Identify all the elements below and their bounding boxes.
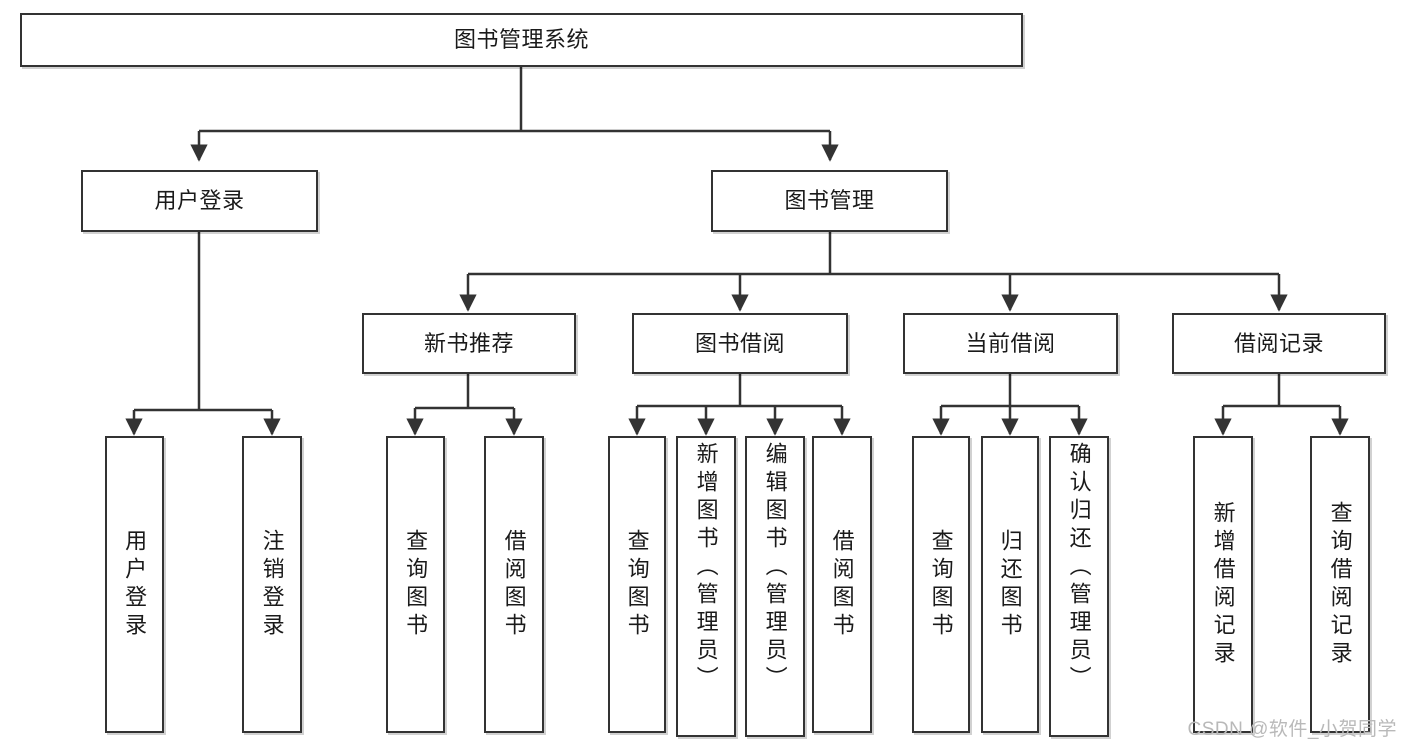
node-leaf-query-book-borrow[interactable]: 查询图书: [608, 436, 666, 733]
node-leaf-borrow-book-label: 借阅图书: [829, 528, 855, 641]
node-leaf-logout-label: 注销登录: [259, 528, 285, 641]
node-new-book-recommend[interactable]: 新书推荐: [362, 313, 576, 374]
node-leaf-add-book-admin-label: 新增图书（管理员）: [693, 442, 719, 694]
node-leaf-confirm-return-admin[interactable]: 确认归还（管理员）: [1049, 436, 1109, 737]
node-book-borrow[interactable]: 图书借阅: [632, 313, 848, 374]
node-borrow-record-label: 借阅记录: [1233, 330, 1324, 356]
node-leaf-query-book-recommend-label: 查询图书: [403, 528, 429, 641]
node-leaf-query-book-current[interactable]: 查询图书: [912, 436, 970, 733]
node-leaf-return-book[interactable]: 归还图书: [981, 436, 1039, 733]
node-current-borrow-label: 当前借阅: [965, 330, 1056, 356]
node-leaf-query-book-recommend[interactable]: 查询图书: [386, 436, 445, 733]
node-book-management-label: 图书管理: [784, 188, 875, 214]
node-leaf-query-book-borrow-label: 查询图书: [624, 528, 650, 641]
node-leaf-add-book-admin[interactable]: 新增图书（管理员）: [676, 436, 736, 737]
node-user-login[interactable]: 用户登录: [81, 170, 318, 232]
node-leaf-query-borrow-record[interactable]: 查询借阅记录: [1310, 436, 1370, 733]
node-leaf-add-borrow-record[interactable]: 新增借阅记录: [1193, 436, 1253, 733]
node-borrow-record[interactable]: 借阅记录: [1172, 313, 1386, 374]
watermark-text: CSDN @软件_小贺同学: [1187, 719, 1397, 740]
node-root-system-label: 图书管理系统: [453, 27, 589, 53]
node-leaf-borrow-book[interactable]: 借阅图书: [812, 436, 872, 733]
node-new-book-recommend-label: 新书推荐: [423, 330, 514, 356]
node-leaf-return-book-label: 归还图书: [997, 528, 1023, 641]
node-leaf-query-book-current-label: 查询图书: [928, 528, 954, 641]
node-user-login-label: 用户登录: [154, 188, 245, 214]
node-leaf-query-borrow-record-label: 查询借阅记录: [1327, 500, 1353, 669]
node-root-system[interactable]: 图书管理系统: [20, 13, 1023, 67]
node-leaf-logout[interactable]: 注销登录: [242, 436, 302, 733]
node-book-borrow-label: 图书借阅: [694, 330, 785, 356]
node-current-borrow[interactable]: 当前借阅: [903, 313, 1118, 374]
node-leaf-borrow-book-recommend[interactable]: 借阅图书: [484, 436, 544, 733]
node-leaf-user-login[interactable]: 用户登录: [105, 436, 164, 733]
node-leaf-add-borrow-record-label: 新增借阅记录: [1210, 500, 1236, 669]
node-book-management[interactable]: 图书管理: [711, 170, 948, 232]
node-leaf-borrow-book-recommend-label: 借阅图书: [501, 528, 527, 641]
node-leaf-edit-book-admin-label: 编辑图书（管理员）: [762, 442, 788, 694]
node-leaf-user-login-label: 用户登录: [122, 528, 148, 641]
node-leaf-confirm-return-admin-label: 确认归还（管理员）: [1066, 442, 1092, 694]
node-leaf-edit-book-admin[interactable]: 编辑图书（管理员）: [745, 436, 805, 737]
